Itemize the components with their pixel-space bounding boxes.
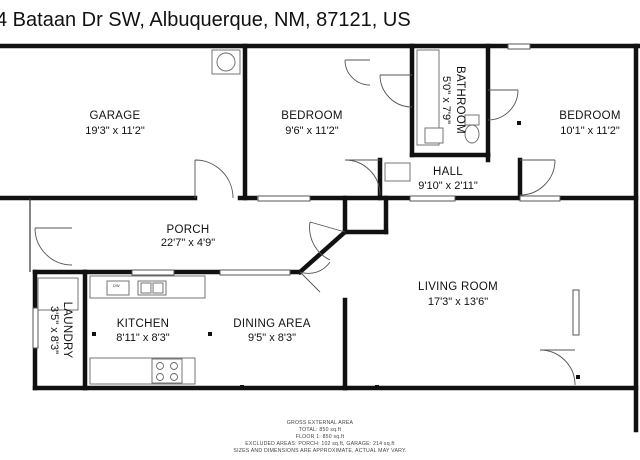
- room-bedroom-2: BEDROOM 10'1" x 11'2": [559, 110, 621, 137]
- porch-label: PORCH: [166, 224, 209, 236]
- porch-dims: 22'7" x 4'9": [161, 237, 215, 249]
- bathroom-dims: 5'0" x 7'9": [440, 76, 452, 124]
- bathroom-label: BATHROOM: [454, 66, 466, 134]
- bedroom-1-label: BEDROOM: [281, 110, 343, 122]
- area-summary: GROSS EXTERNAL AREA TOTAL: 850 sq.ft FLO…: [233, 420, 406, 454]
- dining-area-label: DINING AREA: [233, 318, 310, 330]
- area-disclaimer: SIZES AND DIMENSIONS ARE APPROXIMATE, AC…: [233, 448, 406, 454]
- area-floor-1: FLOOR 1: 850 sq.ft: [296, 434, 345, 440]
- room-bathroom: BATHROOM 5'0" x 7'9": [440, 66, 466, 134]
- room-kitchen: KITCHEN 8'11" x 8'3": [116, 318, 169, 344]
- fixtures: DW: [37, 49, 480, 385]
- room-dining: DINING AREA 9'5" x 8'3": [233, 318, 310, 344]
- hall-label: HALL: [433, 166, 463, 178]
- garage-label: GARAGE: [89, 110, 140, 122]
- area-excluded: EXCLUDED AREAS: PORCH: 102 sq.ft, GARAGE…: [245, 441, 395, 447]
- room-laundry: LAUNDRY 3'5" x 8'3": [48, 302, 73, 359]
- garage-dims: 19'3" x 11'2": [85, 125, 145, 137]
- doors: [34, 59, 576, 386]
- area-heading: GROSS EXTERNAL AREA: [287, 420, 354, 426]
- living-room-dims: 17'3" x 13'6": [428, 296, 488, 308]
- area-total: TOTAL: 850 sq.ft: [299, 427, 342, 433]
- windows: [32, 43, 580, 349]
- measure-ticks: [92, 121, 580, 389]
- address-title: 4 Bataan Dr SW, Albuquerque, NM, 87121, …: [0, 9, 411, 31]
- kitchen-label: KITCHEN: [117, 318, 170, 330]
- bedroom-2-dims: 10'1" x 11'2": [560, 125, 620, 137]
- dishwasher-label: DW: [113, 283, 120, 288]
- room-hall: HALL 9'10" x 2'11": [418, 166, 478, 192]
- room-porch: PORCH 22'7" x 4'9": [161, 224, 215, 249]
- laundry-dims: 3'5" x 8'3": [48, 306, 60, 354]
- hall-dims: 9'10" x 2'11": [418, 180, 478, 192]
- kitchen-dims: 8'11" x 8'3": [116, 332, 169, 344]
- bedroom-1-dims: 9'6" x 11'2": [285, 125, 338, 137]
- laundry-label: LAUNDRY: [61, 302, 73, 359]
- bedroom-2-label: BEDROOM: [559, 110, 621, 122]
- living-room-label: LIVING ROOM: [418, 281, 498, 293]
- walls: [0, 43, 640, 433]
- dining-area-dims: 9'5" x 8'3": [248, 332, 296, 344]
- room-bedroom-1: BEDROOM 9'6" x 11'2": [281, 110, 343, 137]
- room-garage: GARAGE 19'3" x 11'2": [85, 110, 145, 137]
- room-living: LIVING ROOM 17'3" x 13'6": [418, 281, 498, 308]
